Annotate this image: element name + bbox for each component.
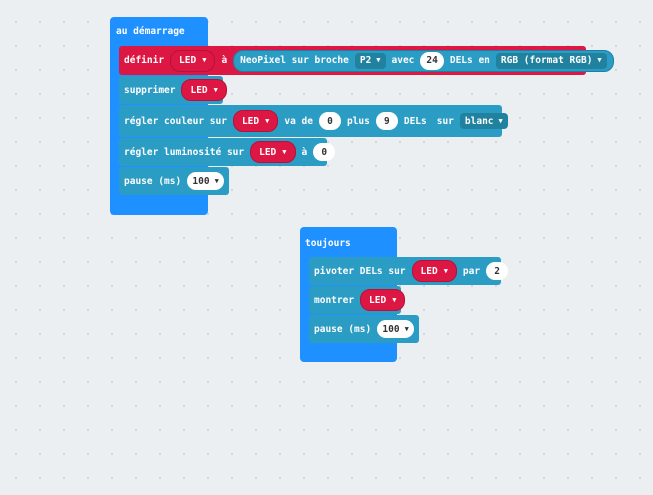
neopixel-create-block[interactable]: NeoPixel sur broche P2 ▼ avec 24 DELs en… bbox=[233, 49, 614, 72]
pause-value: 100 bbox=[192, 175, 210, 187]
variable-name: LED bbox=[369, 294, 387, 306]
caret-down-icon: ▼ bbox=[213, 85, 218, 94]
plus-label: plus bbox=[346, 115, 370, 127]
clear-label: supprimer bbox=[124, 84, 176, 96]
from-value-input[interactable]: 0 bbox=[318, 112, 341, 130]
pause-block[interactable]: pause (ms) 100 ▼ bbox=[119, 167, 229, 195]
neopixel-label: NeoPixel sur broche bbox=[240, 55, 349, 66]
pause-dropdown[interactable]: 100 ▼ bbox=[377, 320, 414, 338]
leds-mode-label: DELs en bbox=[449, 55, 490, 66]
variable-name: LED bbox=[259, 146, 277, 158]
with-label: avec bbox=[391, 55, 415, 66]
caret-down-icon: ▼ bbox=[498, 116, 503, 125]
set-pixel-color-block[interactable]: régler couleur sur LED ▼ va de 0 plus 9 … bbox=[119, 105, 508, 137]
pause-value: 100 bbox=[382, 323, 400, 335]
variable-dropdown[interactable]: LED ▼ bbox=[360, 289, 406, 311]
pause-label: pause (ms) bbox=[124, 175, 182, 187]
set-brightness-block[interactable]: régler luminosité sur LED ▼ à 0 bbox=[119, 138, 336, 166]
show-label: montrer bbox=[314, 294, 355, 306]
variable-dropdown[interactable]: LED ▼ bbox=[181, 79, 227, 101]
from-label: va de bbox=[284, 115, 313, 127]
set-color-label: régler couleur sur bbox=[124, 115, 227, 127]
show-block[interactable]: montrer LED ▼ bbox=[309, 286, 406, 314]
led-count-input[interactable]: 24 bbox=[420, 51, 444, 70]
caret-down-icon: ▼ bbox=[265, 116, 270, 125]
caret-down-icon: ▼ bbox=[202, 56, 207, 64]
variable-name: LED bbox=[179, 55, 197, 66]
variable-name: LED bbox=[190, 84, 208, 96]
caret-down-icon: ▼ bbox=[376, 56, 381, 64]
to-label: à bbox=[301, 146, 308, 158]
caret-down-icon: ▼ bbox=[443, 266, 448, 275]
variable-dropdown[interactable]: LED ▼ bbox=[250, 141, 296, 163]
variable-dropdown[interactable]: LED ▼ bbox=[232, 110, 279, 132]
caret-down-icon: ▼ bbox=[597, 56, 602, 64]
brightness-input[interactable]: 0 bbox=[313, 143, 336, 161]
rotate-label: pivoter DELs sur bbox=[314, 265, 406, 277]
set-label: définir bbox=[124, 55, 165, 66]
set-variable-block[interactable]: définir LED ▼ à NeoPixel sur broche P2 ▼… bbox=[119, 46, 614, 75]
clear-block[interactable]: supprimer LED ▼ bbox=[119, 76, 227, 104]
rotate-pixels-block[interactable]: pivoter DELs sur LED ▼ par 2 bbox=[309, 257, 509, 285]
on-label: sur bbox=[436, 115, 454, 127]
pause-block[interactable]: pause (ms) 100 ▼ bbox=[309, 315, 419, 343]
brightness-label: régler luminosité sur bbox=[124, 146, 245, 158]
to-label: à bbox=[221, 55, 228, 66]
variable-dropdown[interactable]: LED ▼ bbox=[411, 260, 457, 282]
color-value: blanc bbox=[464, 115, 494, 127]
by-label: par bbox=[462, 265, 481, 277]
variable-name: LED bbox=[241, 115, 260, 127]
forever-title: toujours bbox=[305, 238, 351, 249]
pause-label: pause (ms) bbox=[314, 323, 372, 335]
pause-dropdown[interactable]: 100 ▼ bbox=[187, 172, 224, 190]
mode-dropdown[interactable]: RGB (format RGB) ▼ bbox=[495, 52, 607, 69]
caret-down-icon: ▼ bbox=[214, 176, 219, 185]
rotate-value-input[interactable]: 2 bbox=[486, 262, 509, 280]
pin-value: P2 bbox=[359, 55, 372, 66]
caret-down-icon: ▼ bbox=[282, 147, 287, 156]
variable-name: LED bbox=[420, 265, 438, 277]
plus-value-input[interactable]: 9 bbox=[375, 112, 398, 130]
caret-down-icon: ▼ bbox=[392, 295, 397, 304]
color-dropdown[interactable]: blanc ▼ bbox=[459, 113, 508, 129]
mode-value: RGB (format RGB) bbox=[500, 55, 593, 66]
on-start-title: au démarrage bbox=[116, 26, 185, 37]
pin-dropdown[interactable]: P2 ▼ bbox=[354, 52, 386, 69]
variable-dropdown[interactable]: LED ▼ bbox=[170, 49, 216, 72]
caret-down-icon: ▼ bbox=[404, 324, 409, 333]
leds-label: DELs bbox=[403, 115, 427, 127]
